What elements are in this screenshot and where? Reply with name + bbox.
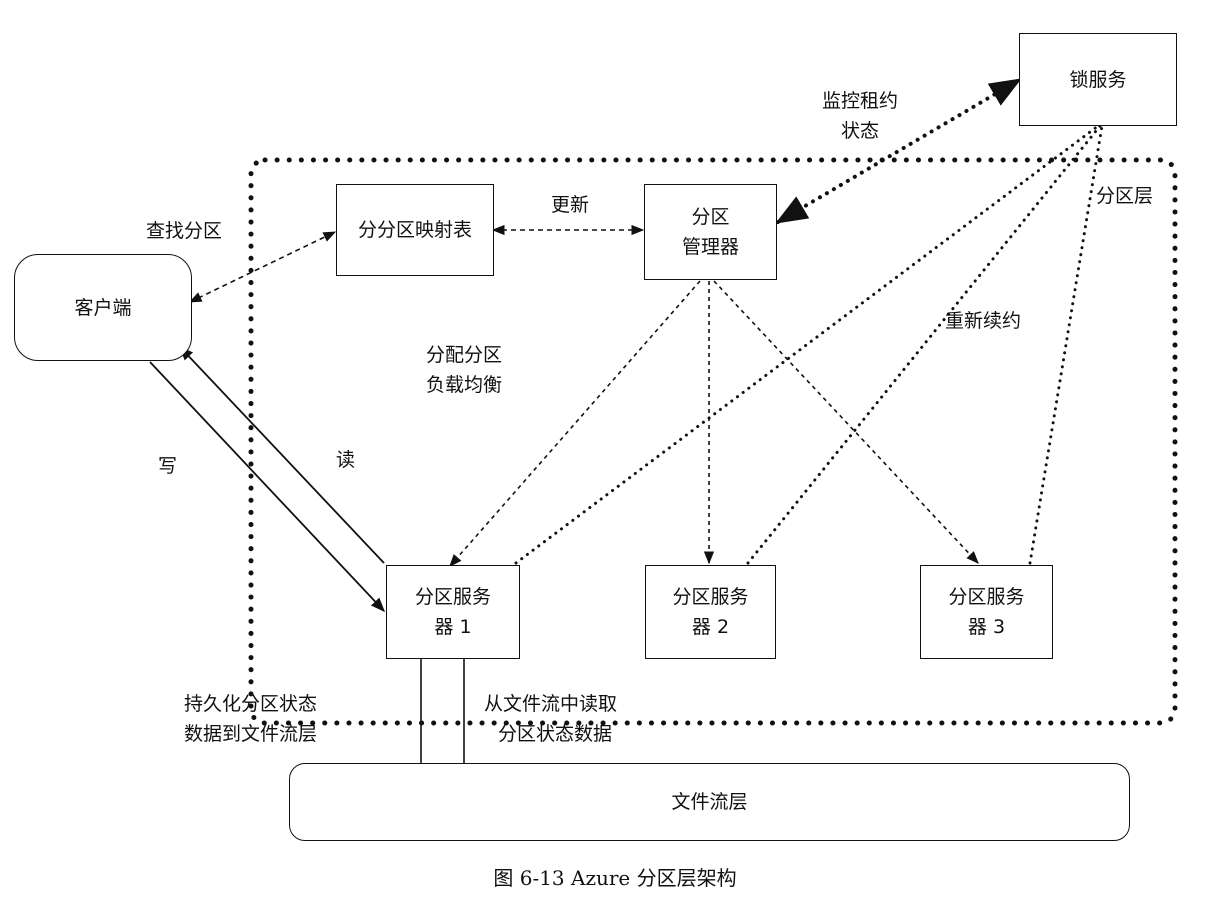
- renew-lease-label: 重新续约: [945, 310, 1022, 332]
- lock-service-label: 锁服务: [1069, 68, 1127, 91]
- persist-label-line1: 持久化分区状态: [184, 693, 318, 715]
- update-label: 更新: [551, 194, 590, 216]
- monitor-lease-label-line2: 状态: [840, 120, 879, 142]
- partition-map-box: 分分区映射表: [336, 184, 494, 276]
- persist-label-line2: 数据到文件流层: [184, 723, 318, 745]
- partition-manager-box: 分区 管理器: [644, 184, 777, 280]
- partition-server-1-label-line2: 器 1: [434, 616, 472, 638]
- persist-label: 持久化分区状态 数据到文件流层: [184, 689, 317, 749]
- figure-caption: 图 6-13 Azure 分区层架构: [493, 866, 737, 890]
- partition-layer-boundary: [248, 157, 1178, 726]
- read-stream-label: 从文件流中读取 分区状态数据: [484, 689, 617, 749]
- partition-server-2-label-line1: 分区服务: [672, 586, 749, 608]
- stream-layer-label: 文件流层: [671, 791, 748, 813]
- monitor-lease-connector: [775, 78, 1022, 224]
- monitor-lease-label: 监控租约 状态: [800, 86, 920, 146]
- partition-manager-label-line2: 管理器: [681, 236, 739, 258]
- assign-to-server3-connector: [713, 280, 979, 564]
- renew-lease-server1: [514, 124, 1100, 565]
- partition-layer-label: 分区层: [1096, 185, 1154, 207]
- assign-balance-label: 分配分区 负载均衡: [426, 340, 502, 400]
- assign-label-line1: 分配分区: [426, 344, 503, 366]
- partition-server-2-box: 分区服务 器 2: [645, 565, 776, 659]
- assign-to-server1-connector: [449, 280, 701, 567]
- read-connector: [179, 345, 385, 564]
- partition-server-3-label-line2: 器 3: [967, 616, 1006, 638]
- partition-server-1-box: 分区服务 器 1: [386, 565, 520, 659]
- write-label: 写: [158, 455, 178, 477]
- lookup-partition-label: 查找分区: [146, 220, 223, 242]
- write-connector: [149, 361, 385, 613]
- partition-map-label: 分分区映射表: [357, 219, 472, 241]
- monitor-lease-label-line1: 监控租约: [821, 90, 898, 112]
- assign-label-line2: 负载均衡: [426, 374, 503, 396]
- renew-lease-server2: [746, 124, 1102, 565]
- client-label: 客户端: [74, 296, 132, 319]
- stream-layer-box: 文件流层: [289, 763, 1130, 841]
- lock-service-box: 锁服务: [1019, 33, 1177, 126]
- partition-server-3-box: 分区服务 器 3: [920, 565, 1053, 659]
- partition-server-3-label-line1: 分区服务: [948, 586, 1025, 608]
- read-label: 读: [336, 449, 356, 471]
- read-stream-label-line1: 从文件流中读取: [484, 693, 618, 715]
- client-box: 客户端: [14, 254, 192, 361]
- renew-lease-server3: [1028, 124, 1104, 565]
- partition-server-1-label-line1: 分区服务: [414, 586, 491, 608]
- read-stream-label-line2: 分区状态数据: [498, 723, 613, 745]
- partition-server-2-label-line2: 器 2: [691, 616, 730, 638]
- partition-manager-label-line1: 分区: [691, 206, 730, 228]
